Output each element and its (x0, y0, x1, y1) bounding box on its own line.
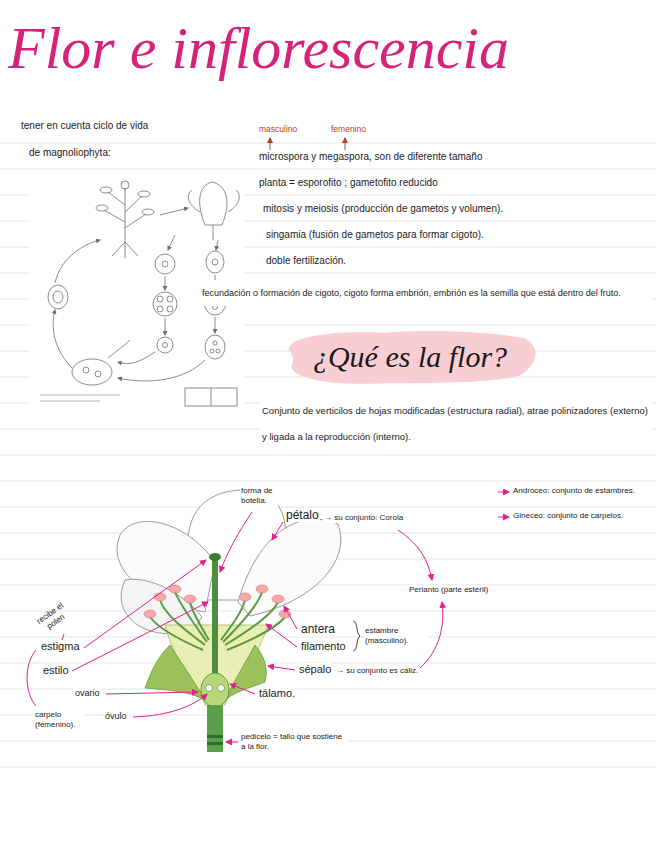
note-text: filamento (300, 640, 347, 653)
ruled-lines (0, 143, 656, 767)
note-text: estilo (42, 664, 70, 677)
note-text: antera (300, 622, 336, 636)
note-text: recibe el polen (29, 597, 78, 639)
page-title: Flor e inflorescencia (8, 12, 509, 84)
note-text: microspora y megaspora, son de diferente… (258, 151, 483, 163)
note-text: ovario (74, 688, 101, 699)
note-text: tener en cuenta ciclo de vida (20, 120, 149, 132)
pointer-arrow (345, 138, 346, 150)
leader-lines (27, 492, 509, 742)
note-text: sépalo (298, 663, 332, 676)
note-text: singamia (fusión de gametos para formar … (265, 229, 485, 241)
note-text: carpelo (femenino). (34, 710, 84, 729)
note-text: doble fertilización. (265, 255, 347, 267)
note-text: fecundación o formación de cigoto, cigot… (202, 280, 651, 306)
flower-figure (117, 490, 341, 752)
note-text: masculino (258, 124, 298, 134)
note-text: pedicelo = tallo que sostiene a la flor. (240, 732, 347, 751)
note-text: pétalo (285, 508, 320, 522)
note-text: → su conjunto es cáliz. (335, 666, 419, 676)
note-text: Perianto (parte estéril) (408, 585, 489, 595)
note-text: de magnoliophyta: (28, 147, 112, 159)
note-text: Androceo: conjunto de estambres. (512, 486, 636, 496)
note-text: Conjunto de verticilos de hojas modifica… (261, 398, 651, 450)
note-text: → su conjunto: Corola (323, 513, 404, 523)
heading-blob: ¿Qué es la flor? (279, 328, 541, 386)
note-text: Gineceo: conjunto de carpelos. (512, 511, 624, 521)
note-text: estambre (masculino). (364, 626, 428, 645)
note-text: femenino (330, 124, 367, 134)
note-text: planta = esporofito ; gametofito reducid… (258, 177, 439, 189)
stamen-bracket (353, 621, 360, 651)
note-text: tálamo. (258, 687, 296, 700)
note-text: estigma (40, 640, 81, 653)
note-text: mitosis y meiosis (producción de gametos… (262, 203, 504, 215)
note-text: forma de botella. (240, 486, 300, 505)
pointer-arrow (270, 138, 271, 150)
blob-heading: ¿Qué es la flor? (279, 328, 541, 386)
note-text: óvulo (104, 711, 128, 722)
